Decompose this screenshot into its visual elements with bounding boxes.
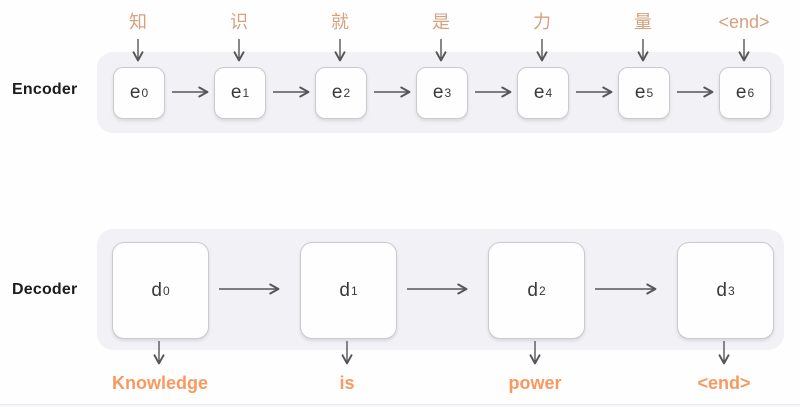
encoder-input-token: 识 bbox=[230, 12, 248, 32]
cell-subscript: 0 bbox=[162, 283, 170, 298]
cell-label: e bbox=[735, 82, 747, 103]
cell-label: e bbox=[533, 82, 545, 103]
cell-label: d bbox=[151, 279, 162, 301]
cell-subscript: 0 bbox=[141, 86, 149, 100]
cell-subscript: 1 bbox=[242, 86, 250, 100]
cell-subscript: 3 bbox=[444, 86, 452, 100]
decoder-row-label: Decoder bbox=[12, 281, 78, 298]
cell-subscript: 3 bbox=[727, 283, 735, 298]
cell-subscript: 6 bbox=[747, 86, 755, 100]
decoder-output-token: Knowledge bbox=[111, 373, 208, 393]
decoder-output-token: is bbox=[339, 373, 355, 393]
encoder-row-label: Encoder bbox=[12, 81, 78, 98]
cell-label: e bbox=[331, 82, 343, 103]
cell-subscript: 4 bbox=[545, 86, 553, 100]
cell-label: e bbox=[432, 82, 444, 103]
cell-label: e bbox=[230, 82, 242, 103]
encoder-input-token: 知 bbox=[129, 12, 147, 32]
cell-subscript: 1 bbox=[350, 283, 358, 298]
encoder-input-token: 力 bbox=[533, 12, 551, 32]
bottom-strip bbox=[0, 405, 800, 407]
decoder-output-token: <end> bbox=[697, 373, 751, 393]
cell-label: d bbox=[339, 279, 350, 301]
cell-subscript: 2 bbox=[538, 283, 546, 298]
cell-label: e bbox=[634, 82, 646, 103]
cell-subscript: 5 bbox=[646, 86, 654, 100]
encoder-input-token: <end> bbox=[718, 12, 770, 32]
encoder-input-token: 就 bbox=[331, 12, 349, 32]
decoder-output-token: power bbox=[508, 373, 562, 393]
cell-subscript: 2 bbox=[343, 86, 351, 100]
bottom-divider bbox=[0, 404, 800, 405]
encoder-input-token: 量 bbox=[634, 12, 652, 32]
cell-label: d bbox=[527, 279, 538, 301]
cell-label: e bbox=[129, 82, 141, 103]
encoder-input-token: 是 bbox=[432, 12, 450, 32]
cell-label: d bbox=[716, 279, 727, 301]
